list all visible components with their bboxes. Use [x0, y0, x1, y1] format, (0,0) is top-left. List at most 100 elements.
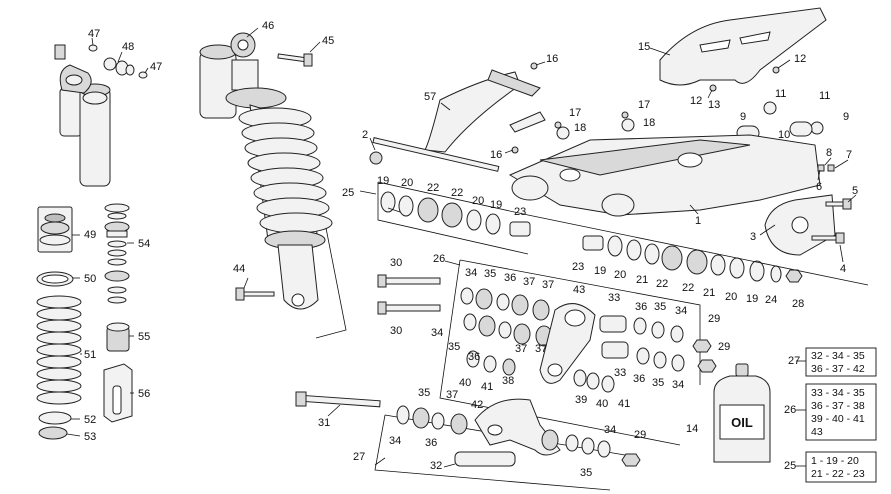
- callout-2: 2: [362, 129, 368, 141]
- callout-34: 34: [389, 435, 401, 447]
- callout-41: 41: [618, 398, 630, 410]
- callout-36: 36: [635, 301, 647, 313]
- callout-23: 23: [572, 261, 584, 273]
- bearing-set-right: [582, 235, 803, 283]
- callout-36: 36: [425, 437, 437, 449]
- kit-reference-25: 25 1 - 19 - 20 21 - 22 - 23: [784, 451, 877, 483]
- shock-bolts-44-45: [235, 53, 313, 301]
- shock-top-cap-49: [37, 206, 73, 253]
- callout-51: 51: [84, 349, 96, 361]
- callout-34: 34: [675, 305, 687, 317]
- linkage-bolt-31: [295, 391, 381, 408]
- kit-ref-number: 26: [784, 404, 796, 416]
- callout-17: 17: [569, 107, 581, 119]
- callout-4: 4: [840, 263, 846, 275]
- kit-ref-number: 25: [784, 460, 796, 472]
- callout-18: 18: [643, 117, 655, 129]
- coil-spring-51: [36, 295, 82, 405]
- callout-20: 20: [725, 291, 737, 303]
- bearing-set-25: [380, 191, 531, 237]
- kit-reference-26: 26 33 - 34 - 35 36 - 37 - 38 39 - 40 - 4…: [784, 383, 877, 441]
- callout-29: 29: [708, 313, 720, 325]
- callout-35: 35: [652, 377, 664, 389]
- callout-35: 35: [580, 467, 592, 479]
- callout-27: 27: [353, 451, 365, 463]
- callout-21: 21: [703, 287, 715, 299]
- callout-22: 22: [656, 278, 668, 290]
- callout-5: 5: [852, 185, 858, 197]
- callout-12: 12: [690, 95, 702, 107]
- callout-28: 28: [792, 298, 804, 310]
- seal-kit-stack-54: [104, 203, 130, 304]
- callout-48: 48: [122, 41, 134, 53]
- callout-42: 42: [471, 399, 483, 411]
- callout-30: 30: [390, 257, 402, 269]
- callout-11: 11: [819, 90, 830, 102]
- callout-44: 44: [233, 263, 245, 275]
- callout-10: 10: [778, 129, 790, 141]
- callout-35: 35: [484, 268, 496, 280]
- callout-56: 56: [138, 388, 150, 400]
- callout-23: 23: [514, 206, 526, 218]
- callout-33: 33: [614, 367, 626, 379]
- callout-37: 37: [542, 279, 554, 291]
- kit-line: 36 - 37 - 42: [811, 363, 865, 375]
- small-hardware: [511, 62, 824, 154]
- callout-16: 16: [490, 149, 502, 161]
- callout-20: 20: [614, 269, 626, 281]
- callout-36: 36: [468, 351, 480, 363]
- callout-35: 35: [654, 301, 666, 313]
- callout-37: 37: [446, 389, 458, 401]
- swingarm-pivot-axle-2: [369, 137, 500, 172]
- callout-40: 40: [459, 377, 471, 389]
- callout-19: 19: [490, 199, 502, 211]
- kit-line: 33 - 34 - 35: [811, 387, 865, 399]
- callout-9: 9: [740, 111, 746, 123]
- callout-39: 39: [575, 394, 587, 406]
- callout-54: 54: [138, 238, 150, 250]
- callout-21: 21: [636, 274, 648, 286]
- callout-52: 52: [84, 414, 96, 426]
- callout-11: 11: [775, 88, 786, 100]
- callout-3: 3: [750, 231, 756, 243]
- callout-57: 57: [424, 91, 436, 103]
- callout-36: 36: [504, 272, 516, 284]
- callout-numbers: 47 48 47 46 45 49 50 51 52 53 54 55 56 4…: [84, 20, 858, 479]
- axle-block-3: [764, 194, 836, 256]
- callout-18: 18: [574, 122, 586, 134]
- bolts-4-5-7-8: [811, 164, 852, 244]
- callout-41: 41: [481, 381, 493, 393]
- callout-34: 34: [431, 327, 443, 339]
- callout-6: 6: [816, 181, 822, 193]
- callout-26: 26: [433, 253, 445, 265]
- linkage-lower-parts: [396, 398, 611, 467]
- group-outline-25: [377, 181, 869, 286]
- callout-50: 50: [84, 273, 96, 285]
- kit-line: 36 - 37 - 38: [811, 400, 865, 412]
- kit-reference-27: 27 32 - 34 - 35 36 - 37 - 42: [788, 347, 877, 377]
- callout-34: 34: [465, 267, 477, 279]
- callout-37: 37: [515, 343, 527, 355]
- callout-43: 43: [573, 284, 585, 296]
- callout-16: 16: [546, 53, 558, 65]
- callout-14: 14: [686, 423, 698, 435]
- callout-19: 19: [746, 293, 758, 305]
- callout-47: 47: [150, 61, 162, 73]
- shock-reservoir-detail: [54, 44, 111, 187]
- callout-7: 7: [846, 149, 852, 161]
- bump-stop-55: [106, 322, 130, 352]
- callout-53: 53: [84, 431, 96, 443]
- linkage-rocker-43: [539, 303, 596, 384]
- linkage-bearings-upper: [460, 287, 553, 347]
- callout-45: 45: [322, 35, 334, 47]
- linkage-right-parts: [466, 315, 685, 393]
- callout-32: 32: [430, 460, 442, 472]
- callout-37: 37: [535, 343, 547, 355]
- oil-label: OIL: [731, 415, 753, 430]
- callout-34: 34: [604, 424, 616, 436]
- callout-29: 29: [718, 341, 730, 353]
- oil-bottle-14: OIL: [713, 363, 771, 463]
- kit-line: 21 - 22 - 23: [811, 468, 865, 480]
- spring-seat-ring-50: [36, 271, 74, 287]
